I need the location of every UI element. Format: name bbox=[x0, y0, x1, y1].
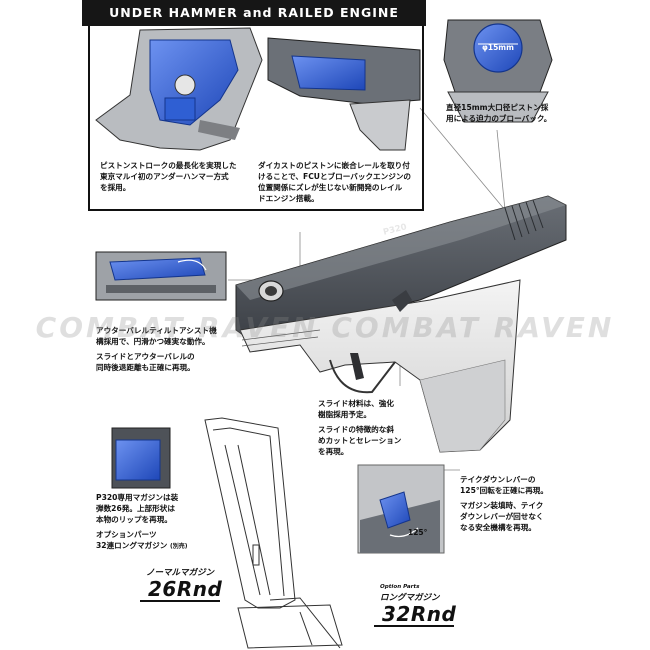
engine-illustration bbox=[267, 37, 421, 151]
caption-piston-stroke: ピストンストロークの最長化を実現した 東京マルイ初のアンダーハンマー方式 を採用… bbox=[100, 161, 237, 192]
normal-magazine-rounds: 26Rnd bbox=[148, 577, 223, 601]
normal-magazine-drawing bbox=[204, 417, 296, 609]
long-magazine-rounds: 32Rnd bbox=[382, 602, 457, 626]
diameter-label: φ15mm bbox=[482, 43, 514, 52]
caption-die-cast: ダイカストのピストンに嵌合レールを取り付 けることで、FCUとブローバックエンジ… bbox=[258, 161, 412, 203]
long-magazine-label: ロングマガジン bbox=[380, 593, 440, 603]
outer-barrel-illustration bbox=[95, 251, 227, 301]
normal-magazine-underline bbox=[140, 600, 220, 602]
long-magazine-drawing bbox=[237, 597, 343, 649]
caption-magazine: P320専用マガジンは装弾数26発。上部形状は本物のリップを再現。 オプションパ… bbox=[96, 493, 188, 550]
long-magazine-underline bbox=[374, 625, 454, 627]
piston-illustration bbox=[443, 19, 553, 123]
magazine-detail-illustration bbox=[111, 427, 171, 489]
pistol-illustration bbox=[235, 195, 567, 453]
caption-slide-material: スライド材料は、強化樹脂採用予定。 スライドの特徴的な斜めカットとセレーションを… bbox=[318, 399, 402, 456]
option-parts-label: Option Parts bbox=[380, 584, 420, 590]
hammer-mechanism-illustration bbox=[95, 27, 263, 151]
takedown-detail-illustration bbox=[357, 464, 445, 554]
header-title: UNDER HAMMER and RAILED ENGINE bbox=[82, 0, 426, 26]
caption-piston-diameter: 直径15mm大口径ピストン採 用による迫力のブローバック。 bbox=[446, 103, 552, 123]
caption-outer-barrel: アウターバレルティルトアシスト機構採用で、円滑かつ確実な動作。 スライドとアウタ… bbox=[96, 326, 217, 372]
normal-magazine-label: ノーマルマガジン bbox=[146, 568, 215, 578]
angle-label: 125° bbox=[408, 528, 428, 537]
